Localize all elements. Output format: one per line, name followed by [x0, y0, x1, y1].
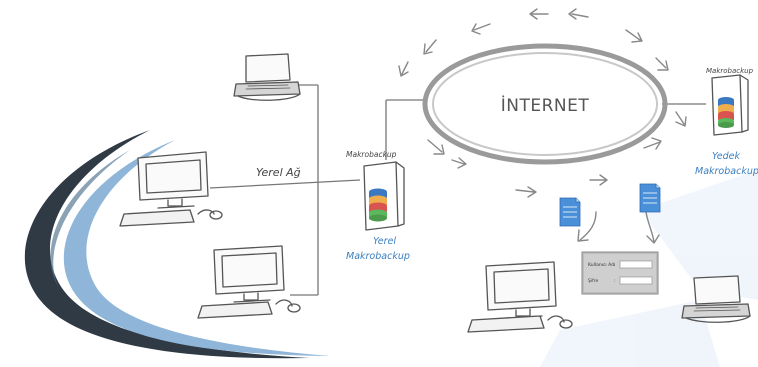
backup-server: [711, 74, 749, 136]
database-icon: [718, 97, 734, 128]
backup-server-caption-line2: Makrobackup: [695, 166, 758, 177]
local-server: [363, 161, 405, 231]
password-label: Şifre: [588, 278, 598, 284]
backup-server-caption-line1: Yedek: [712, 151, 740, 162]
desktop-computer-client: [467, 261, 573, 333]
username-field[interactable]: [619, 260, 653, 269]
lan-label: Yerel Ağ: [256, 166, 301, 179]
internet-label: İNTERNET: [501, 95, 590, 116]
laptop-client: [681, 275, 751, 323]
background-watermark: [540, 170, 758, 367]
svg-text::: :: [614, 263, 616, 268]
username-label: Kullanıcı Adı: [588, 262, 615, 268]
connection-lines: [209, 84, 706, 296]
document-icon: [639, 183, 661, 213]
desktop-computer-middle: [119, 151, 223, 227]
document-icon: [559, 197, 581, 227]
traffic-arrows: [398, 8, 687, 244]
internet-cloud: İNTERNET: [422, 43, 668, 165]
laptop-top: [233, 53, 301, 101]
desktop-computer-bottom: [197, 245, 301, 319]
login-dialog: Kullanıcı Adı : Şifre :: [581, 251, 659, 295]
local-server-caption-line1: Yerel: [373, 236, 396, 247]
local-server-caption-line2: Makrobackup: [346, 251, 410, 262]
svg-text::: :: [614, 279, 616, 284]
backup-server-small-label: Makrobackup: [706, 67, 754, 75]
password-field[interactable]: [619, 276, 653, 285]
database-icon: [369, 188, 387, 222]
local-server-small-label: Makrobackup: [346, 150, 397, 159]
